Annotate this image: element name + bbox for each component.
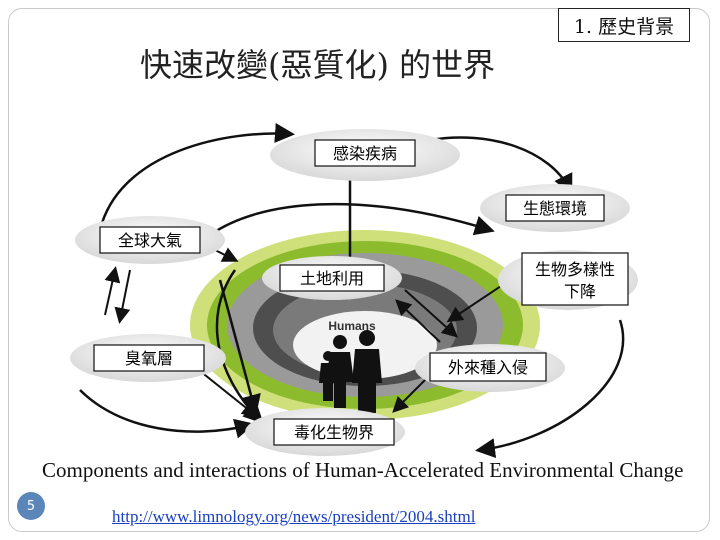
page-number-badge: 5 (17, 492, 45, 520)
node-atmosphere-label: 全球大氣 (118, 231, 182, 250)
node-ecosystem: 生態環境 (480, 184, 630, 232)
section-tag: 1. 歷史背景 (558, 8, 690, 42)
node-disease-label: 感染疾病 (333, 144, 397, 163)
top-left-arc (98, 123, 295, 231)
right-arc (475, 319, 625, 459)
arrow-atmosphere-ozone-a (104, 266, 121, 316)
slide-frame (8, 8, 710, 532)
node-toxic: 毒化生物界 (245, 408, 405, 456)
node-biodiversity-label-2: 下降 (564, 282, 596, 301)
bottom-left-arc (79, 389, 255, 439)
arrow-atmosphere-ozone-b (114, 269, 131, 324)
node-invasion: 外來種入侵 (415, 344, 565, 392)
node-invasion-label: 外來種入侵 (448, 358, 528, 377)
node-biodiversity-label-1: 生物多樣性 (535, 260, 615, 279)
arrow-invasion-toxic (392, 374, 431, 413)
node-biodiversity: 生物多樣性 下降 (498, 250, 638, 310)
environmental-change-diagram: Humans 感染疾病 生態環境 全球大氣 (70, 123, 638, 459)
arrow-invasion-land (395, 299, 441, 343)
node-land-use: 土地利用 (262, 256, 402, 300)
node-disease: 感染疾病 (270, 129, 460, 181)
node-land-use-label: 土地利用 (300, 269, 364, 288)
humans-label: Humans (328, 319, 376, 333)
figure-caption: Components and interactions of Human-Acc… (42, 458, 684, 482)
node-ecosystem-label: 生態環境 (523, 199, 587, 218)
node-ozone: 臭氧層 (70, 334, 226, 382)
arrow-land-toxic (218, 279, 261, 415)
humans-silhouette-icon (319, 330, 382, 413)
upper-ring-arc (209, 202, 495, 237)
source-link[interactable]: http://www.limnology.org/news/president/… (112, 507, 476, 526)
slide-title: 快速改變(惡質化) 的世界 (140, 46, 496, 84)
node-ozone-label: 臭氧層 (125, 349, 173, 368)
top-right-arc (429, 136, 573, 195)
node-atmosphere: 全球大氣 (75, 216, 225, 264)
node-toxic-label: 毒化生物界 (294, 423, 374, 442)
arrow-land-invasion (404, 289, 458, 338)
